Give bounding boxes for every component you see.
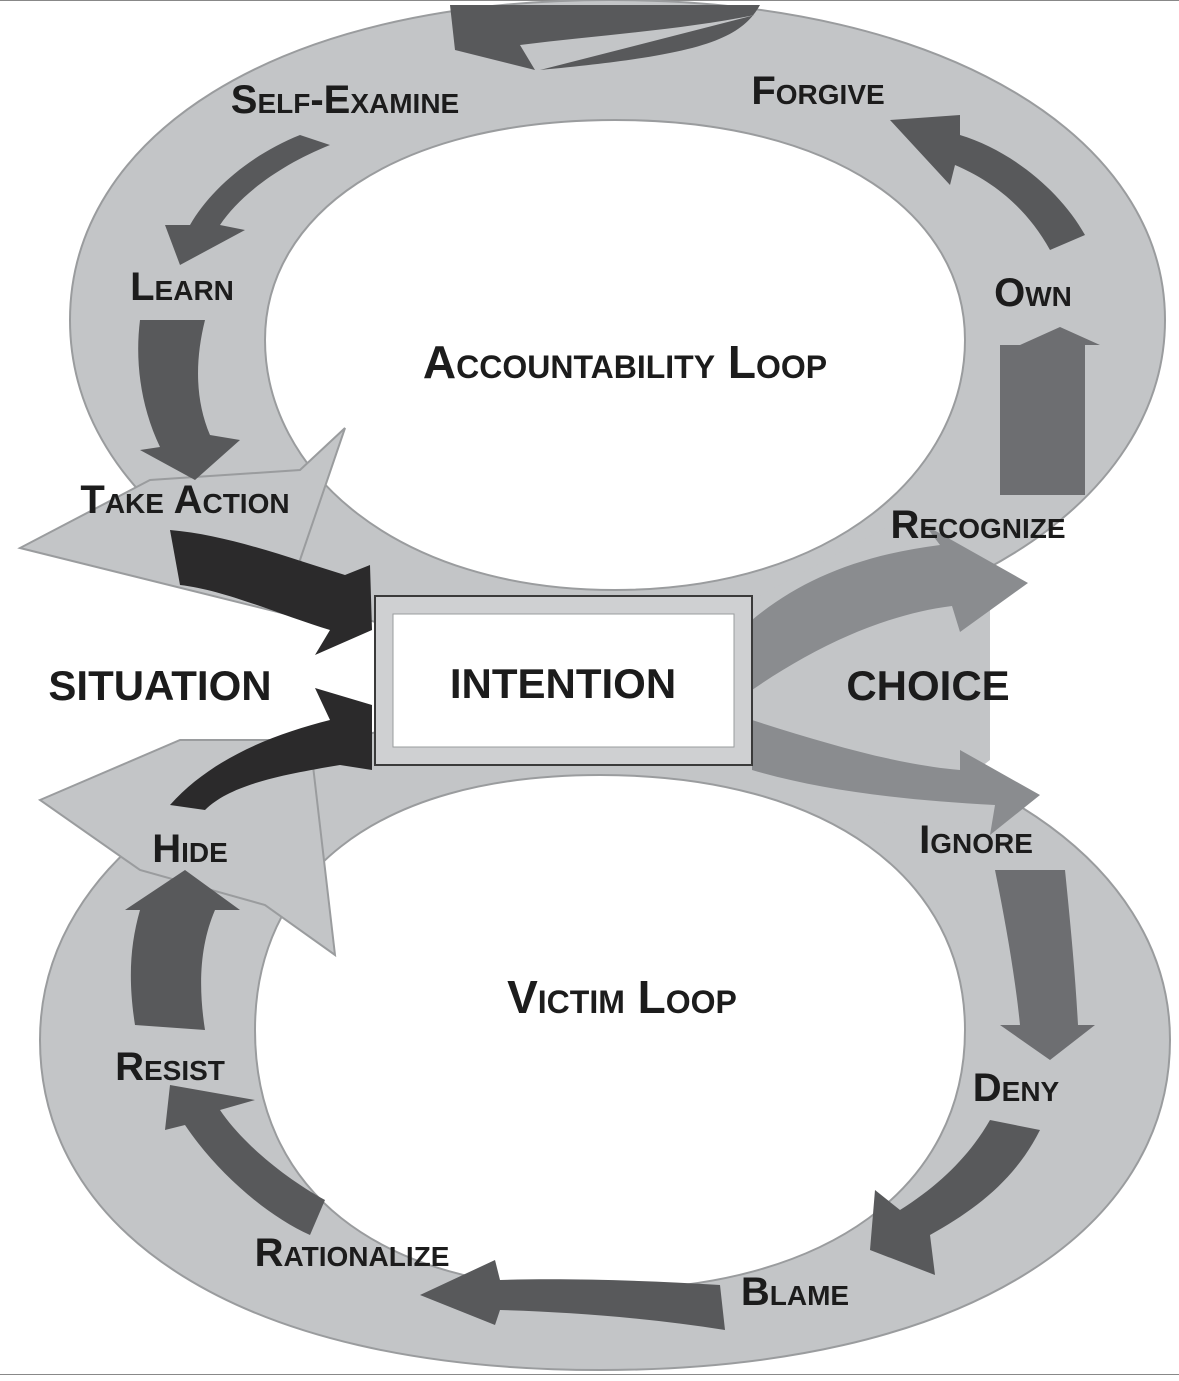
ignore-arrow <box>752 720 1040 835</box>
step-take-action: Take Action <box>80 478 289 522</box>
recognize-arrow <box>752 525 1028 690</box>
step-deny: Deny <box>973 1066 1060 1110</box>
intention-box <box>374 595 753 766</box>
accountability-loop-title: Accountability Loop <box>423 336 827 388</box>
labels: Accountability Loop Victim Loop SITUATIO… <box>48 69 1071 1314</box>
resist-arrow <box>165 1085 325 1235</box>
victim-loop-title: Victim Loop <box>507 971 737 1023</box>
forgive-arrow <box>890 115 1085 250</box>
take-action-to-intention-arrow <box>170 530 372 655</box>
intention-label: INTENTION <box>450 660 676 707</box>
hide-rising-arrow <box>125 870 240 1030</box>
learn-arrow <box>165 135 330 265</box>
choice-label: CHOICE <box>846 662 1009 709</box>
deny-arrow <box>995 870 1095 1060</box>
own-rising-arrow <box>1000 327 1100 495</box>
self-examine-arrow <box>450 5 760 70</box>
step-learn: Learn <box>130 265 234 309</box>
step-rationalize: Rationalize <box>255 1231 450 1275</box>
step-blame: Blame <box>741 1270 849 1314</box>
situation-label: SITUATION <box>48 662 271 709</box>
rationalize-arrow <box>420 1260 725 1330</box>
step-hide: Hide <box>152 827 228 871</box>
step-own: Own <box>994 271 1072 315</box>
take-action-arrow <box>138 320 240 480</box>
situation-lower-band-arrow <box>37 739 337 958</box>
accountability-arrows <box>138 5 1100 690</box>
step-self-examine: Self-Examine <box>231 78 459 122</box>
step-ignore: Ignore <box>919 818 1033 862</box>
hide-to-intention-arrow <box>170 688 372 810</box>
victim-arrows <box>125 688 1095 1330</box>
step-forgive: Forgive <box>751 69 884 113</box>
step-resist: Resist <box>115 1045 225 1089</box>
step-recognize: Recognize <box>890 503 1065 547</box>
blame-arrow <box>870 1120 1040 1275</box>
bottom-border-line <box>0 1374 1179 1375</box>
